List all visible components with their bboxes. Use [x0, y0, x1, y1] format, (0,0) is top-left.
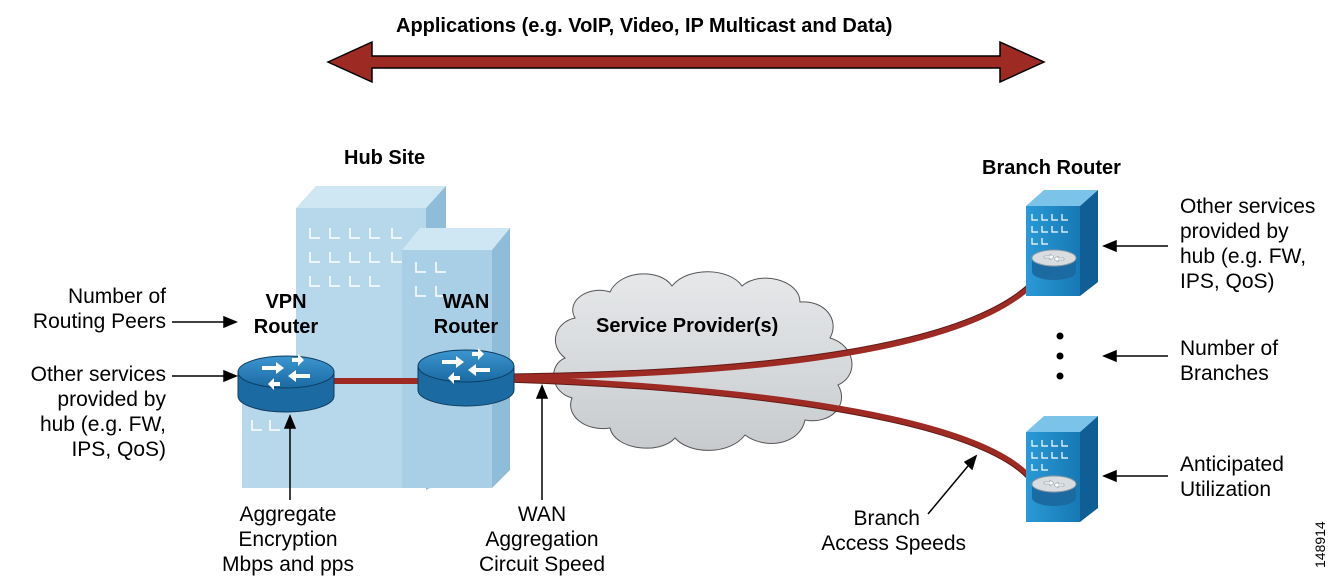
anticipated-utilization-label: Anticipated Utilization: [1180, 453, 1284, 501]
branch-router-label: Branch Router: [982, 157, 1121, 179]
hub-site-label: Hub Site: [344, 147, 426, 169]
branch-services-label: Other services provided by hub (e.g. FW,…: [1180, 195, 1316, 293]
wan-router-icon: [417, 348, 515, 407]
branch-router-top-icon: [1026, 190, 1098, 296]
applications-double-arrow: [326, 40, 1046, 84]
service-provider-label: Service Provider(s): [596, 315, 779, 337]
hub-services-label: Other services provided by hub (e.g. FW,…: [30, 363, 166, 461]
wan-circuit-label: WAN Aggregation Circuit Speed: [478, 503, 606, 576]
number-of-branches-label: Number of Branches: [1180, 337, 1279, 385]
encryption-label: Aggregate Encryption Mbps and pps: [222, 503, 354, 576]
wan-links: [327, 283, 1033, 481]
applications-label: Applications (e.g. VoIP, Video, IP Multi…: [396, 15, 893, 37]
routing-peers-label: Number of Routing Peers: [32, 285, 166, 333]
service-provider-cloud-icon: [553, 271, 853, 451]
branch-access-label: Branch Access Speeds: [821, 507, 966, 555]
branch-router-bottom-icon: [1026, 416, 1098, 522]
callout-arrows: [172, 239, 1168, 515]
vpn-router-label: VPN Router: [253, 291, 319, 338]
wan-links-outline: [504, 282, 1031, 482]
vpn-router-icon: [237, 354, 335, 413]
ellipsis-dots: [1056, 332, 1064, 380]
figure-id: 148914: [1312, 521, 1328, 568]
wan-router-label: WAN Router: [433, 291, 499, 338]
